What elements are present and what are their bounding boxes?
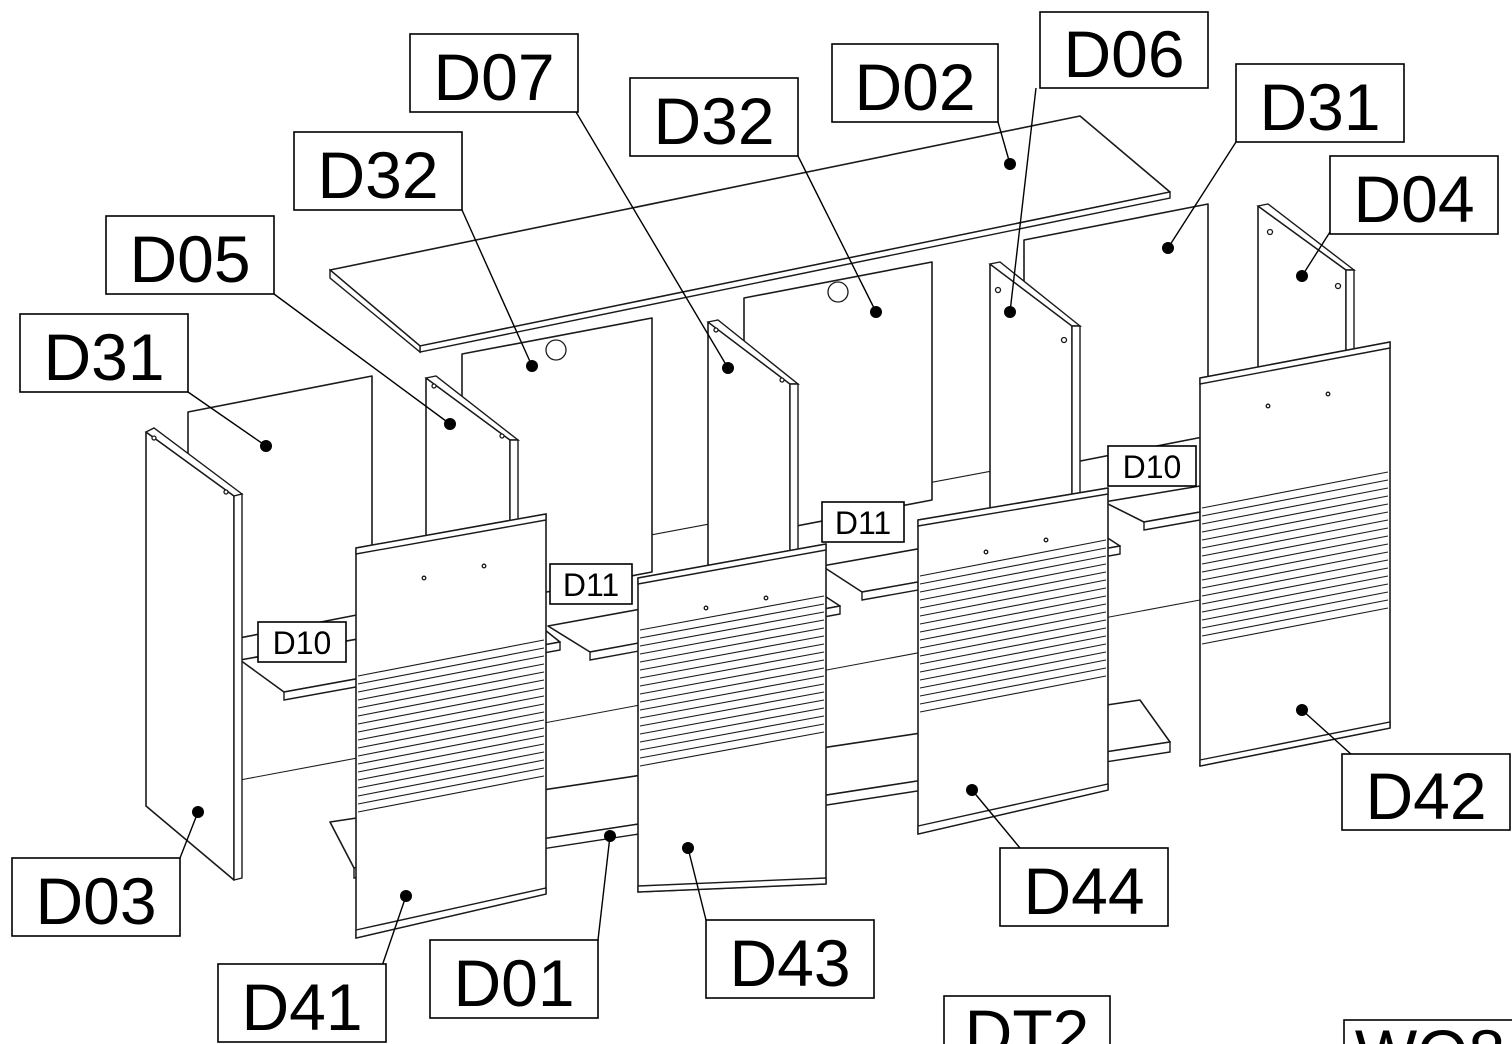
leader-D41: [381, 895, 407, 967]
label-D31-left: D31: [19, 313, 189, 394]
leader-D31a: [187, 391, 267, 447]
part-labels: D07 D02 D06 D32 D31 D32 D04 D05: [11, 11, 1512, 1044]
svg-text:D06: D06: [1063, 17, 1184, 91]
svg-text:D31: D31: [43, 320, 164, 394]
svg-text:WO8: WO8: [1355, 1016, 1505, 1044]
leader-lines: [179, 87, 1363, 967]
svg-text:D31: D31: [1259, 70, 1380, 144]
label-D32-left: D32: [293, 131, 463, 212]
label-D10-right: D10: [1107, 445, 1197, 487]
label-D10-left: D10: [257, 621, 347, 663]
label-D07: D07: [409, 33, 579, 114]
label-D11-right: D11: [821, 501, 905, 543]
leader-D31b: [1167, 141, 1237, 249]
svg-text:D42: D42: [1365, 759, 1486, 833]
leader-D01: [597, 835, 611, 941]
leader-D02: [997, 121, 1011, 165]
svg-text:D11: D11: [835, 505, 891, 541]
label-D43: D43: [705, 919, 875, 1000]
leader-D43: [687, 847, 707, 921]
label-D41: D41: [217, 963, 387, 1044]
svg-text:D44: D44: [1023, 854, 1144, 928]
leader-D07: [575, 111, 729, 369]
svg-text:D11: D11: [563, 567, 619, 603]
label-D05: D05: [105, 215, 275, 296]
label-D03: D03: [11, 857, 181, 938]
label-D11-left: D11: [549, 563, 633, 605]
svg-text:D03: D03: [35, 864, 156, 938]
leader-D05: [273, 293, 451, 425]
label-DT2: DT2: [943, 995, 1111, 1044]
svg-text:DT2: DT2: [965, 996, 1090, 1044]
svg-text:D41: D41: [241, 970, 362, 1044]
doors: [355, 341, 1391, 939]
leader-D32b: [461, 209, 533, 367]
label-WO8: WO8: [1343, 1016, 1512, 1044]
label-D44: D44: [999, 847, 1169, 928]
svg-text:D10: D10: [273, 625, 332, 661]
label-D01: D01: [429, 939, 599, 1020]
label-D31-right: D31: [1235, 63, 1405, 144]
svg-text:D10: D10: [1123, 449, 1182, 485]
leader-D44: [971, 789, 1021, 849]
end-panel: [144, 427, 244, 881]
label-D32-top: D32: [629, 77, 799, 158]
label-D06: D06: [1039, 11, 1209, 91]
svg-text:D02: D02: [854, 50, 975, 124]
svg-text:D04: D04: [1353, 162, 1474, 236]
label-D42: D42: [1341, 753, 1511, 833]
svg-text:D32: D32: [317, 138, 438, 212]
svg-text:D07: D07: [433, 40, 554, 114]
leader-D06: [1009, 87, 1037, 313]
label-D04: D04: [1329, 155, 1499, 236]
leader-D32a: [797, 155, 877, 313]
top-panel: [329, 115, 1171, 354]
leader-D04: [1301, 231, 1331, 277]
leader-D03: [179, 811, 199, 859]
svg-text:D01: D01: [453, 946, 574, 1020]
svg-text:D32: D32: [653, 84, 774, 158]
svg-text:D05: D05: [129, 222, 250, 296]
label-D02: D02: [831, 43, 999, 124]
svg-text:D43: D43: [729, 926, 850, 1000]
